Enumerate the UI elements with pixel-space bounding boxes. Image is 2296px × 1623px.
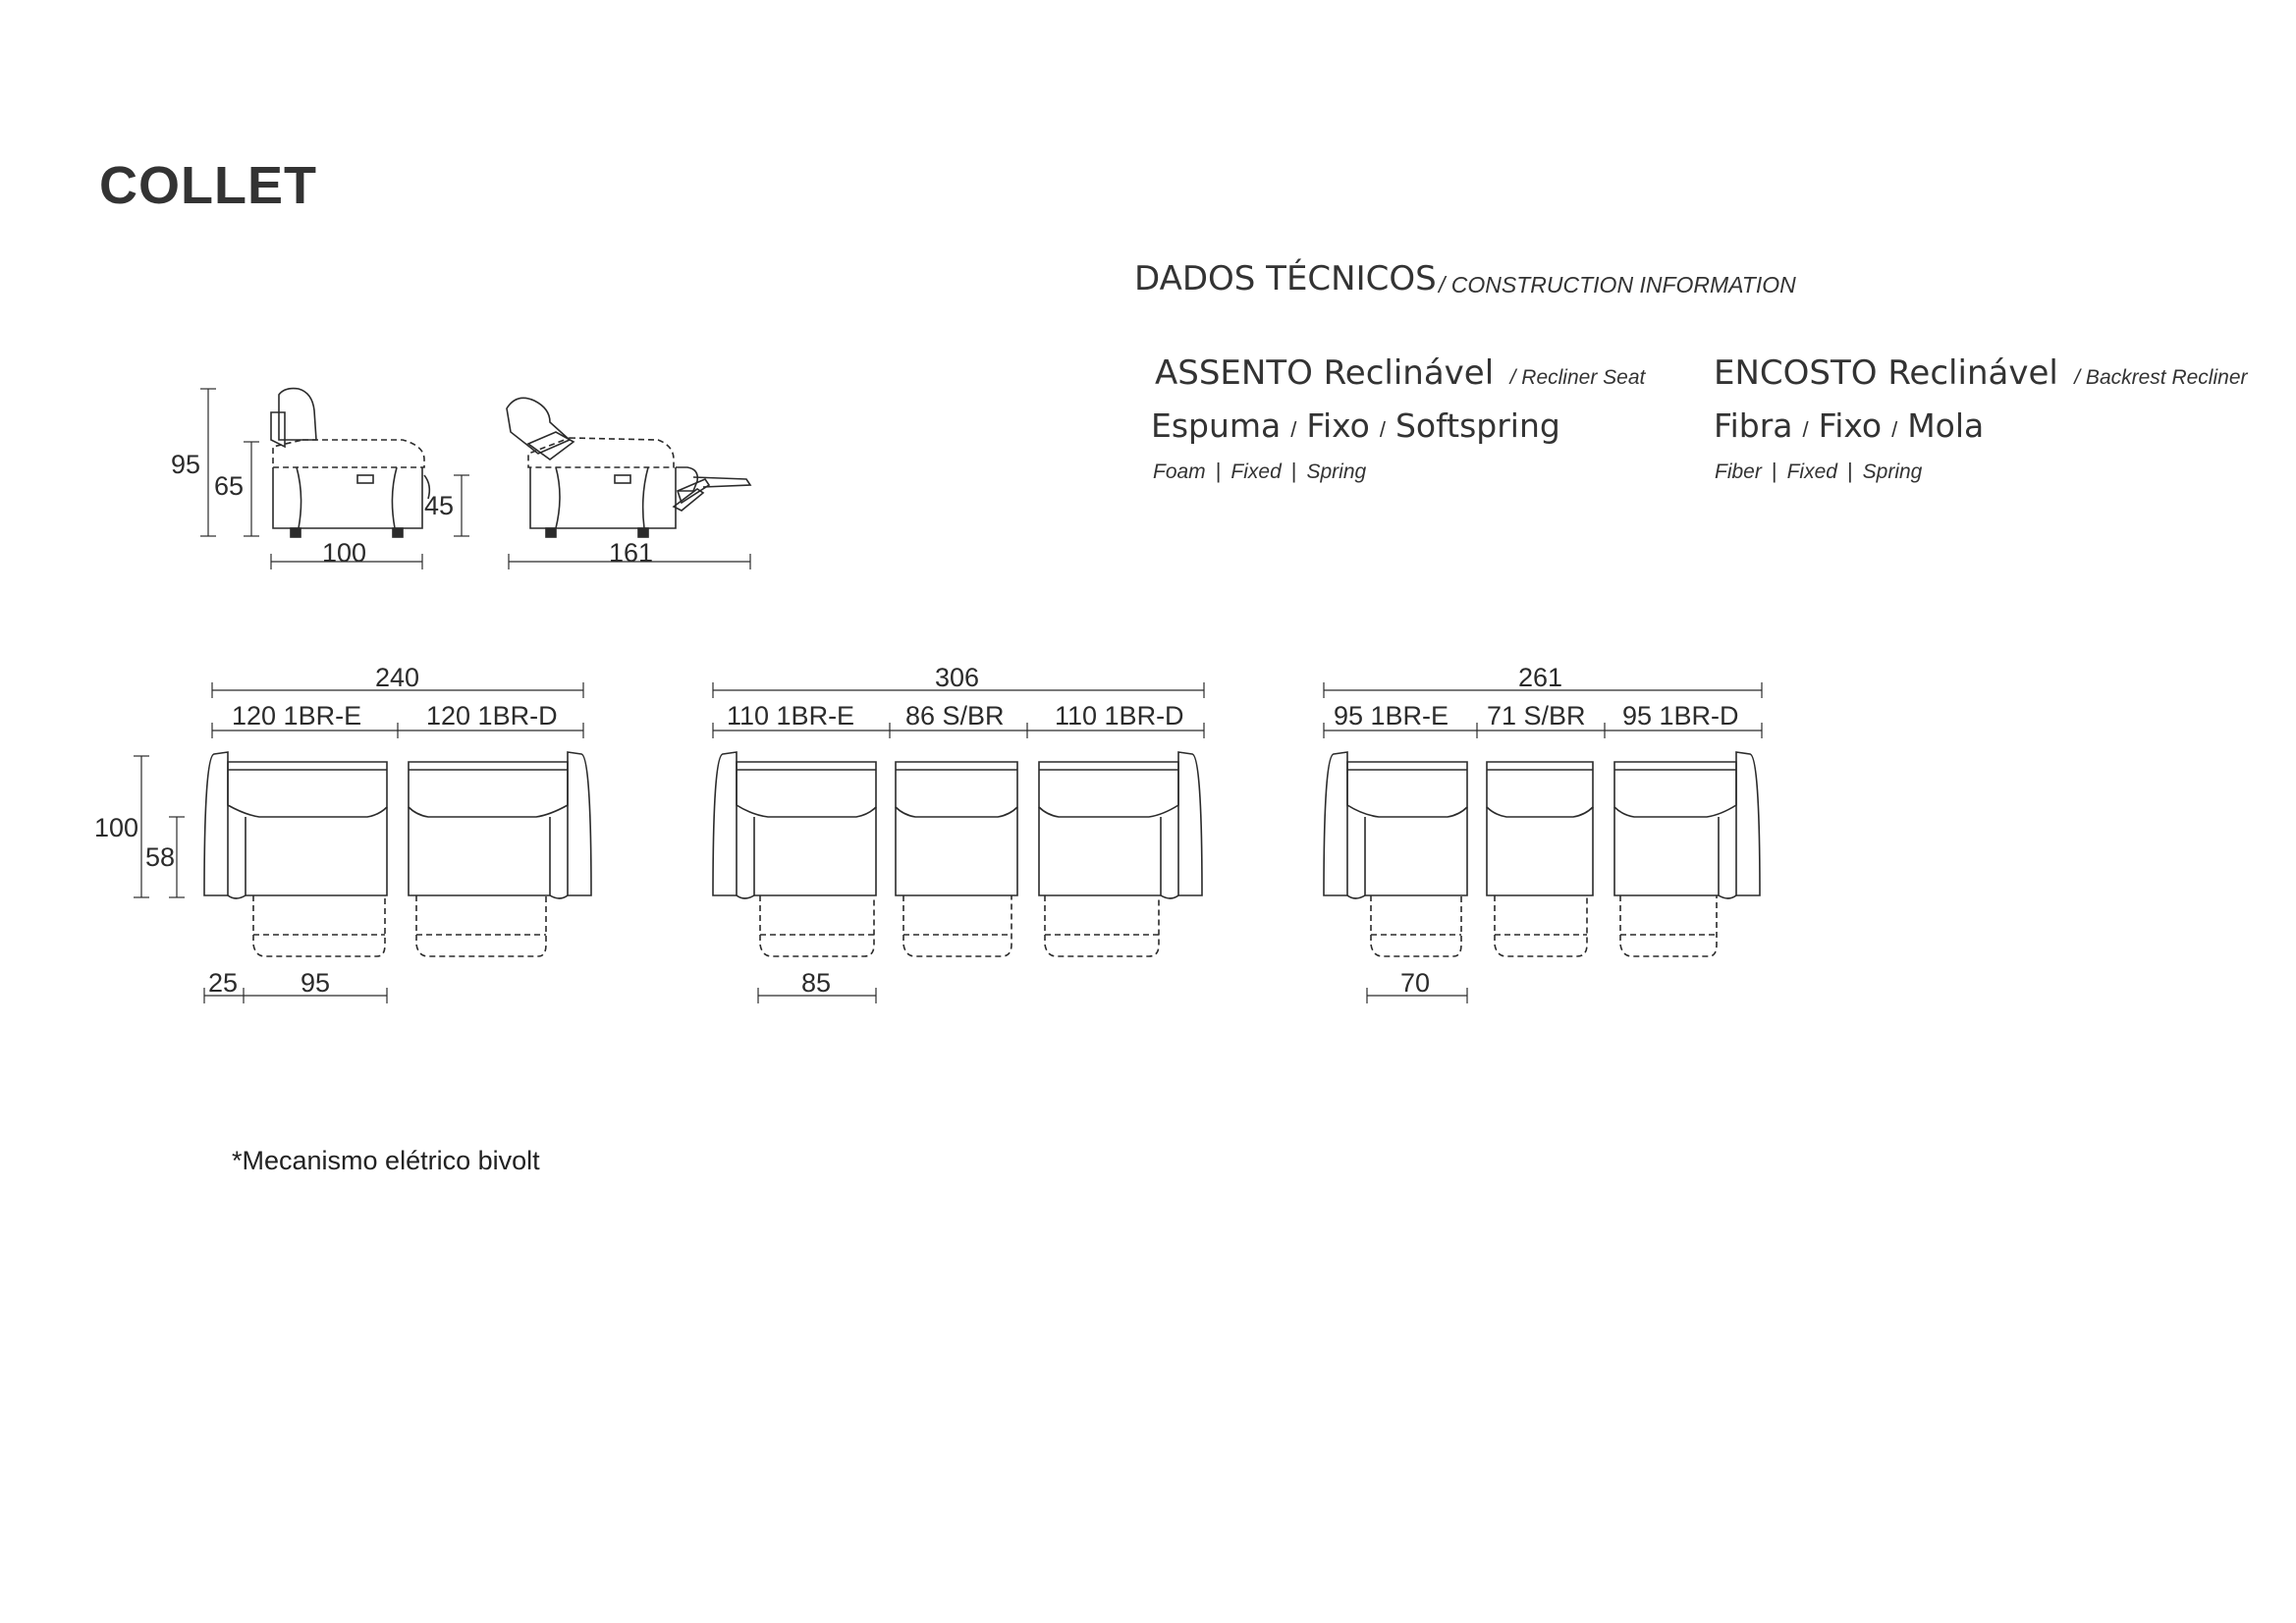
- seat-option-en: Fixed: [1230, 460, 1282, 483]
- dim-height-seat: 45: [424, 491, 454, 520]
- dim-total-three-seat-small: 261: [1518, 663, 1562, 692]
- side-view-closed: [270, 387, 431, 538]
- backrest-option: Fixo: [1818, 406, 1883, 445]
- seat-label: ASSENTO Reclinável: [1155, 353, 1495, 393]
- dim-total-two-seat: 240: [375, 663, 419, 692]
- module-label: 71 S/BR: [1487, 701, 1586, 730]
- module-label: 110 1BR-D: [1055, 701, 1184, 730]
- seat-option-en: Foam: [1153, 460, 1206, 483]
- seat-options-row: Espuma/Fixo/Softspring: [1151, 406, 1560, 445]
- technical-title: DADOS TÉCNICOS: [1134, 259, 1437, 298]
- page-title: COLLET: [99, 156, 317, 215]
- backrest-label-row: ENCOSTO Reclinável / Backrest Recliner: [1714, 353, 2248, 393]
- backrest-option: Fibra: [1714, 406, 1793, 445]
- backrest-option-en: Fixed: [1786, 460, 1837, 483]
- backrest-options-row: Fibra/Fixo/Mola: [1714, 406, 1985, 445]
- backrest-options-en-row: Fiber|Fixed|Spring: [1715, 459, 1923, 483]
- seat-options-en-row: Foam|Fixed|Spring: [1153, 459, 1367, 483]
- seat-option: Fixo: [1306, 406, 1370, 445]
- module-label: 95 1BR-D: [1622, 701, 1739, 730]
- top-view-three-seat-large: [712, 751, 1203, 957]
- dim-total-three-seat-large: 306: [935, 663, 979, 692]
- dim-height-total: 95: [171, 450, 200, 479]
- seat-label-en: / Recliner Seat: [1509, 366, 1646, 389]
- module-label: 86 S/BR: [905, 701, 1005, 730]
- dim-seat-width-small: 70: [1400, 968, 1430, 998]
- seat-label-row: ASSENTO Reclinável / Recliner Seat: [1155, 353, 1645, 393]
- module-label: 120 1BR-E: [232, 701, 361, 730]
- backrest-option-en: Spring: [1862, 460, 1923, 483]
- module-label: 120 1BR-D: [426, 701, 558, 730]
- backrest-option: Mola: [1907, 406, 1985, 445]
- side-view-open: [506, 397, 752, 538]
- seat-option: Softspring: [1394, 406, 1560, 445]
- dim-seat-width: 95: [301, 968, 330, 998]
- note-text: *Mecanismo elétrico bivolt: [232, 1146, 540, 1175]
- dim-depth-open: 161: [609, 538, 653, 568]
- seat-option-en: Spring: [1306, 460, 1367, 483]
- module-label: 95 1BR-E: [1334, 701, 1449, 730]
- top-view-three-seat-small: [1323, 751, 1761, 957]
- dim-depth-seat: 58: [145, 842, 175, 872]
- dim-depth-closed: 100: [322, 538, 366, 568]
- backrest-label: ENCOSTO Reclinável: [1714, 353, 2058, 393]
- dim-seat-width-large: 85: [801, 968, 831, 998]
- side-dimension-lines: [200, 388, 751, 569]
- top-dimension-lines: [134, 682, 1763, 1003]
- backrest-label-en: / Backrest Recliner: [2074, 366, 2248, 389]
- technical-subtitle: / CONSTRUCTION INFORMATION: [1439, 272, 1796, 298]
- seat-option: Espuma: [1151, 406, 1282, 445]
- dim-depth-total: 100: [94, 813, 138, 842]
- backrest-option-en: Fiber: [1715, 460, 1762, 483]
- dim-arm-width: 25: [208, 968, 238, 998]
- module-label: 110 1BR-E: [727, 701, 854, 730]
- dim-height-arm: 65: [214, 471, 244, 501]
- top-view-two-seat: [203, 751, 592, 957]
